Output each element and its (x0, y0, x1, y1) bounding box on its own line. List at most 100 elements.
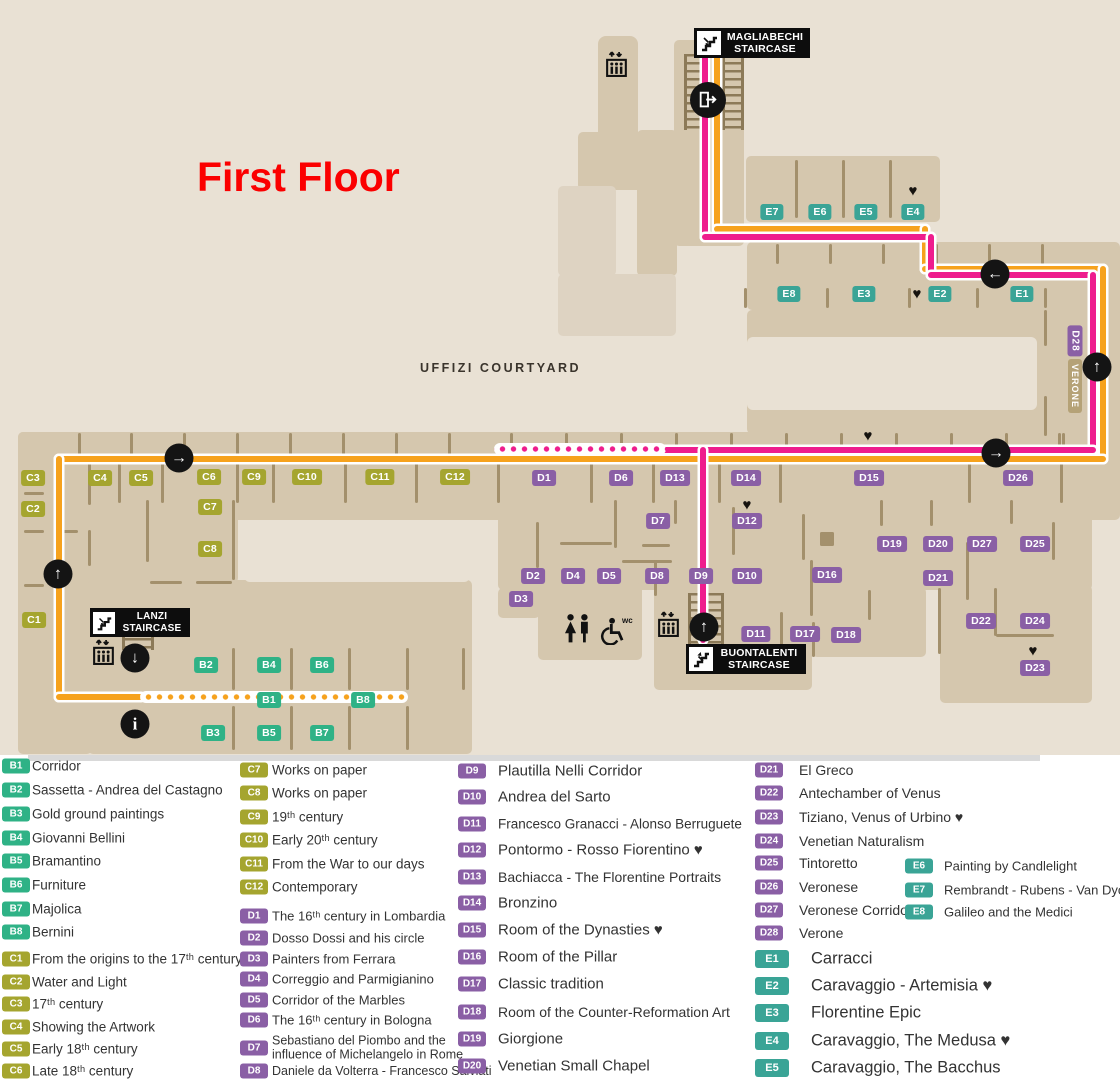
legend-label-b3: Gold ground paintings (32, 806, 165, 822)
room-wall (348, 648, 351, 690)
room-wall (829, 244, 832, 264)
map-room-b2: B2 (194, 657, 218, 673)
map-room-d7: D7 (646, 513, 670, 529)
legend-label-d14: Bronzino (498, 894, 558, 912)
legend-label-d9: Plautilla Nelli Corridor (498, 762, 643, 780)
legend-label-d17: Classic tradition (498, 975, 604, 993)
map-room-d24: D24 (1020, 613, 1050, 629)
building-block (637, 130, 677, 276)
lanzi-staircase-label: LANZI STAIRCASE (90, 608, 190, 637)
room-wall (889, 160, 892, 218)
map-room-d1: D1 (532, 470, 556, 486)
map-room-d25: D25 (1020, 536, 1050, 552)
room-wall (236, 433, 239, 455)
staircase-name: BUONTALENTI STAIRCASE (720, 647, 798, 672)
legend-label-e1: Carracci (811, 949, 873, 968)
legend-badge-c10: C10 (240, 832, 268, 848)
map-room-d6: D6 (609, 470, 633, 486)
legend-badge-b6: B6 (2, 877, 30, 893)
room-wall (118, 463, 121, 503)
map-room-d23: D23 (1020, 660, 1050, 676)
legend-badge-c6: C6 (2, 1063, 30, 1079)
legend-label-e7: Rembrandt - Rubens - Van Dyck (944, 882, 1120, 898)
room-wall (1062, 433, 1065, 455)
legend-badge-e7: E7 (905, 882, 933, 898)
map-room-d10: D10 (732, 568, 762, 584)
map-room-c1: C1 (22, 612, 46, 628)
room-wall (290, 648, 293, 690)
legend-label-d16: Room of the Pillar (498, 948, 618, 966)
highlight-heart-icon: ♥ (912, 285, 922, 303)
wc-text: wc (622, 616, 633, 625)
map-room-d20: D20 (923, 536, 953, 552)
legend-badge-d8: D8 (240, 1063, 268, 1079)
legend-badge-d1: D1 (240, 908, 268, 924)
legend-label-d3: Painters from Ferrara (272, 951, 396, 967)
route-pink (702, 234, 934, 240)
east-courtyard (747, 337, 1037, 410)
map: MAGLIABECHI STAIRCASE LANZI STAIRCASE BU… (0, 0, 1120, 755)
legend-label-c5: Early 18ᵗʰ century (32, 1041, 138, 1057)
legend-label-d6: The 16ᵗʰ century in Bologna (272, 1012, 432, 1028)
legend-label-d21: El Greco (799, 762, 854, 778)
route-pink-dotted (494, 443, 666, 455)
legend-label-c4: Showing the Artwork (32, 1019, 156, 1035)
room-wall (1052, 522, 1055, 560)
legend-label-c7: Works on paper (272, 762, 368, 778)
room-wall (88, 530, 91, 566)
room-wall (146, 500, 149, 562)
arrow-up-icon: ↑ (1082, 352, 1112, 382)
legend-badge-d18: D18 (458, 1004, 486, 1020)
map-room-d12: D12 (732, 513, 762, 529)
legend-label-e6: Painting by Candlelight (944, 858, 1077, 874)
map-room-c11: C11 (365, 469, 395, 485)
map-room-e8: E8 (777, 286, 801, 302)
legend-badge-d9: D9 (458, 763, 486, 779)
legend-badge-b2: B2 (2, 782, 30, 798)
legend-label-e3: Florentine Epic (811, 1003, 922, 1022)
legend-badge-b3: B3 (2, 806, 30, 822)
map-room-c2: C2 (21, 501, 45, 517)
map-room-c12: C12 (440, 469, 470, 485)
legend-badge-c4: C4 (2, 1019, 30, 1035)
legend-label-d28: Verone (799, 925, 844, 941)
legend-label-d22: Antechamber of Venus (799, 785, 941, 801)
legend-label-d27: Veronese Corridor (799, 902, 913, 918)
legend-badge-e6: E6 (905, 858, 933, 874)
legend-badge-c12: C12 (240, 879, 268, 895)
room-wall (236, 463, 239, 503)
legend-divider (28, 755, 1040, 761)
highlight-heart-icon: ♥ (1028, 642, 1038, 660)
map-room-c10: C10 (292, 469, 322, 485)
route-orange (56, 694, 144, 700)
legend-label-b8: Bernini (32, 924, 75, 940)
map-room-c9: C9 (242, 469, 266, 485)
arrow-up-icon: ↑ (43, 559, 73, 589)
legend-badge-c8: C8 (240, 785, 268, 801)
map-room-d3: D3 (509, 591, 533, 607)
room-wall (840, 433, 843, 455)
room-wall (406, 648, 409, 690)
legend-badge-d16: D16 (458, 949, 486, 965)
map-room-b8: B8 (351, 692, 375, 708)
stairs-icon (697, 31, 721, 56)
legend-label-d13: Bachiacca - The Florentine Portraits (498, 869, 722, 885)
route-pink (702, 40, 708, 240)
room-wall (196, 581, 232, 584)
legend-badge-d24: D24 (755, 833, 783, 849)
legend-badge-c5: C5 (2, 1041, 30, 1057)
elevator-icon (605, 51, 629, 78)
map-room-b3: B3 (201, 725, 225, 741)
staircase-name: LANZI STAIRCASE (122, 611, 182, 634)
room-wall (882, 244, 885, 264)
legend-label-c11: From the War to our days (272, 856, 425, 872)
room-wall (289, 433, 292, 455)
room-wall (348, 706, 351, 750)
room-wall (24, 530, 44, 533)
room-wall (675, 433, 678, 455)
room-wall (78, 433, 81, 455)
legend-badge-d12: D12 (458, 842, 486, 858)
route-orange (714, 226, 928, 232)
room-wall (406, 706, 409, 750)
legend-badge-e8: E8 (905, 904, 933, 920)
